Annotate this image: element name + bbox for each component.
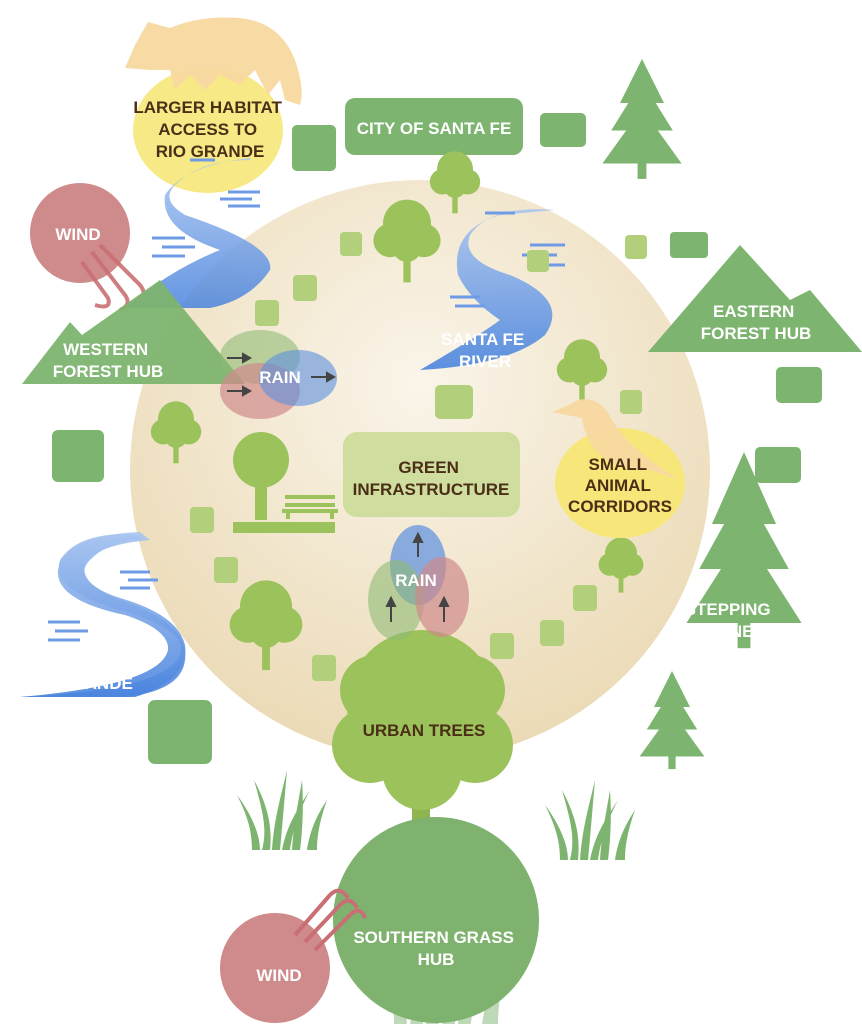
water-lines-icon bbox=[48, 570, 158, 642]
river-rio-grande-lower-body bbox=[20, 532, 186, 697]
western-hub-label: WESTERN FOREST HUB bbox=[53, 340, 164, 381]
river-rio-grande-upper bbox=[125, 158, 271, 308]
grass-icon bbox=[545, 780, 635, 860]
rain-label-left: RAIN bbox=[259, 368, 301, 387]
river-santa-fe bbox=[420, 209, 555, 370]
stepping-stone-squares bbox=[52, 113, 822, 764]
rain-left-group: RAIN bbox=[220, 330, 337, 419]
park-tree-bench-icon bbox=[233, 432, 338, 533]
grass-icon bbox=[237, 770, 327, 850]
city-label: CITY OF SANTA FE bbox=[357, 119, 512, 138]
rio-grande-label: RIO GRANDE bbox=[59, 652, 133, 693]
arrow-up-icon bbox=[385, 531, 450, 622]
small-stepping-squares bbox=[190, 232, 647, 681]
southern-grass-hub-circle bbox=[333, 817, 539, 1023]
wind-circle-top bbox=[30, 183, 130, 283]
arrow-right-icon bbox=[227, 352, 337, 397]
eastern-mountain-icon bbox=[648, 245, 862, 352]
wind-gust-icon bbox=[293, 888, 367, 952]
wind-circle-bottom bbox=[220, 913, 330, 1023]
green-infrastructure-label: GREEN INFRASTRUCTURE bbox=[353, 458, 510, 499]
pine-tree-icon bbox=[639, 671, 705, 770]
southern-hub-label: SOUTHERN GRASS HUB bbox=[353, 928, 518, 969]
wind-label-bottom: WIND bbox=[256, 966, 301, 985]
small-animal-label: SMALL ANIMAL CORRIDORS bbox=[568, 455, 672, 516]
green-infrastructure-box bbox=[343, 432, 520, 517]
rain-center-group: RAIN bbox=[368, 525, 469, 640]
small-animal-ellipse bbox=[555, 428, 685, 538]
pine-tree-icon bbox=[602, 59, 682, 179]
rain-label-center: RAIN bbox=[395, 571, 437, 590]
wind-label-top: WIND bbox=[55, 225, 100, 244]
bird-icon bbox=[552, 399, 680, 480]
santa-fe-river-label: SANTA FE RIVER bbox=[441, 330, 529, 371]
western-mountain-icon bbox=[22, 280, 245, 384]
eastern-hub-label: EASTERN FOREST HUB bbox=[701, 302, 812, 343]
bear-icon bbox=[125, 17, 302, 105]
water-lines-icon bbox=[152, 158, 260, 258]
habitat-label: LARGER HABITAT ACCESS TO RIO GRANDE bbox=[133, 98, 286, 161]
habitat-ellipse bbox=[133, 67, 283, 193]
urban-tree-icon bbox=[332, 630, 513, 830]
city-of-santa-fe-box bbox=[345, 98, 523, 155]
stepping-stones-label: STEPPING STONES bbox=[685, 600, 776, 641]
urban-trees-label: URBAN TREES bbox=[363, 721, 486, 740]
